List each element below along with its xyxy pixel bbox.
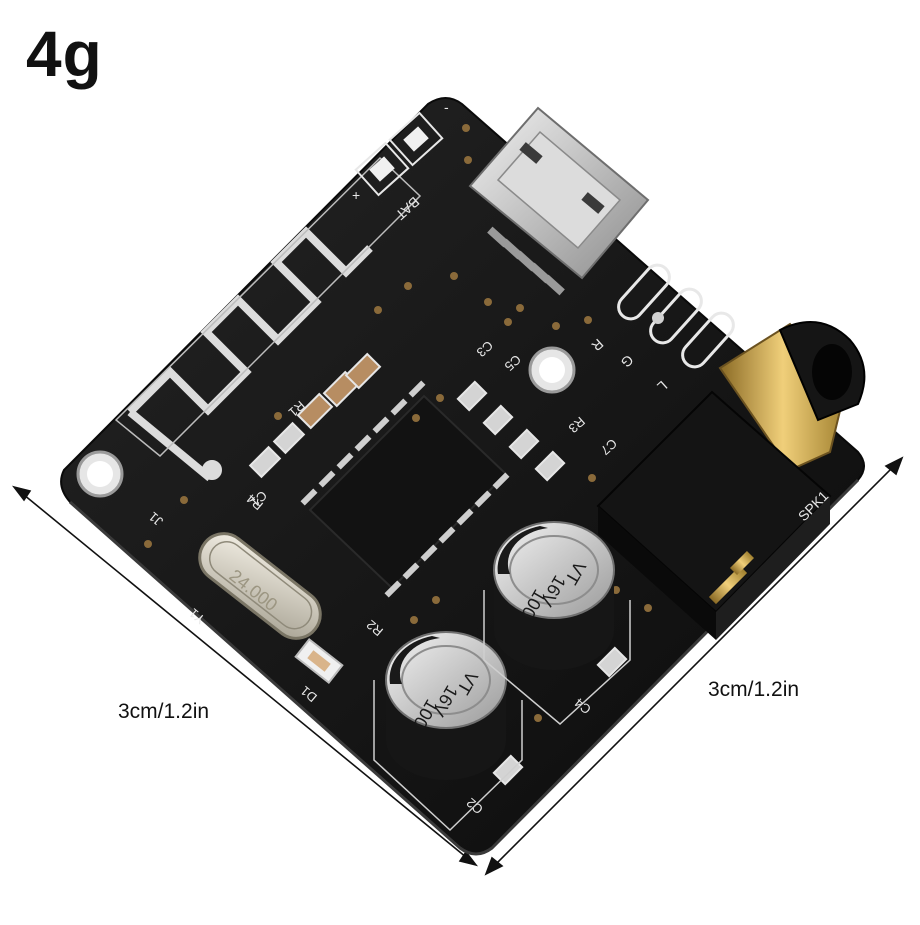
battery-pads — [354, 111, 444, 197]
dimension-arrow-left — [11, 485, 479, 867]
vias — [144, 124, 652, 722]
battery-plus-label: + — [352, 187, 360, 203]
dimension-label-left: 3cm/1.2in — [118, 700, 210, 723]
dimension-label-right: 3cm/1.2in — [708, 678, 800, 701]
crystal-oscillator — [198, 532, 322, 640]
battery-minus-label: - — [444, 99, 449, 115]
dimension-arrow-right — [484, 456, 904, 876]
antenna-keepout-outline — [114, 156, 422, 458]
main-ic-chip — [300, 380, 510, 598]
electrolytic-capacitor — [385, 631, 507, 780]
weight-label: 4g — [26, 18, 103, 90]
capacitor-silkscreen — [373, 590, 631, 832]
mounting-hole — [76, 450, 124, 498]
micro-usb-port — [468, 106, 650, 296]
audio-jack — [596, 321, 866, 640]
mounting-hole — [528, 346, 576, 394]
led-indicator — [294, 637, 344, 685]
led-pads — [617, 263, 735, 369]
smd-components — [248, 352, 628, 786]
electrolytic-capacitor — [493, 521, 615, 670]
